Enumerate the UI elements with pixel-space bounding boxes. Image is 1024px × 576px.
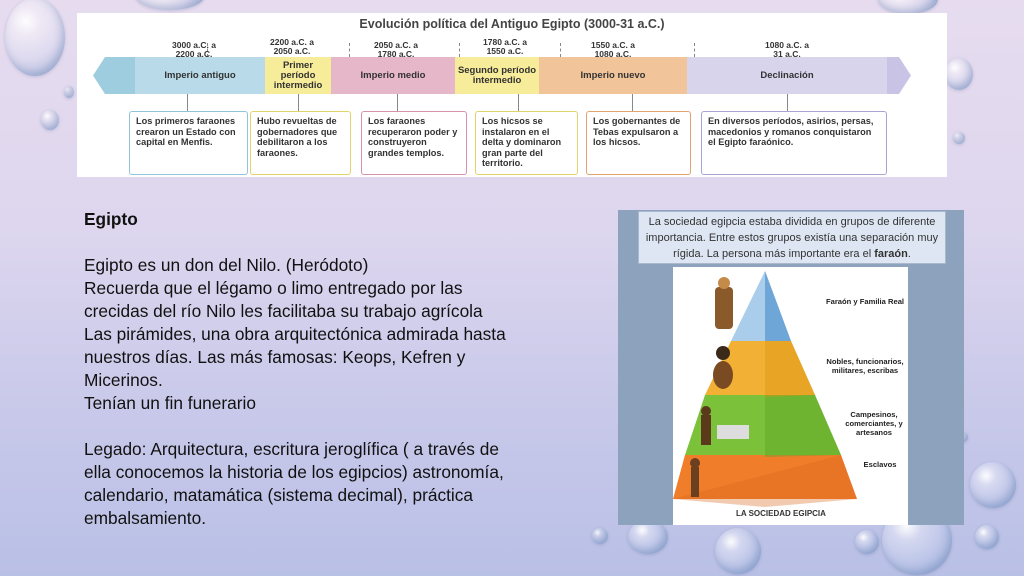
decorative-bubble <box>855 530 879 554</box>
timeline-arrow-right-head <box>887 57 911 94</box>
paragraph: Recuerda que el légamo o limo entregado … <box>84 278 483 321</box>
decorative-bubble <box>715 528 761 574</box>
pyramid-label-faraon: Faraón y Familia Real <box>825 297 905 306</box>
pyramid-level-campesinos <box>685 395 841 455</box>
decorative-bubble <box>135 0 205 10</box>
decorative-bubble <box>64 86 74 98</box>
egypt-text-block: Egipto Egipto es un don del Nilo. (Heród… <box>84 208 524 530</box>
pyramid-level-nobles-shade <box>765 341 815 397</box>
pyramid-level-esclavos <box>673 455 857 499</box>
pyramid-level-faraon-shade <box>765 271 791 341</box>
decorative-bubble <box>41 110 59 130</box>
farmer-figure <box>701 406 749 445</box>
decorative-bubble <box>878 0 938 14</box>
social-pyramid <box>673 271 857 507</box>
period-description: Los gobernantes de Tebas expulsaron a lo… <box>586 111 691 175</box>
timeline-tick <box>349 43 351 57</box>
connector-line <box>787 94 788 111</box>
period-band-segundo-intermedio: Segundo período intermedio <box>455 57 539 94</box>
section-heading: Egipto <box>84 209 138 229</box>
decorative-bubble <box>592 528 608 544</box>
pyramid-footer: LA SOCIEDAD EGIPCIA <box>736 509 826 518</box>
connector-line <box>298 94 299 111</box>
decorative-bubble <box>5 0 65 76</box>
timeline-title: Evolución política del Antiguo Egipto (3… <box>359 17 665 31</box>
decorative-bubble <box>975 525 999 549</box>
timeline-tick <box>207 43 209 57</box>
timeline-tick <box>459 43 461 57</box>
connector-line <box>632 94 633 111</box>
paragraph: Legado: Arquitectura, escritura jeroglíf… <box>84 439 504 528</box>
pharaoh-figure <box>715 277 733 329</box>
pyramid-label-esclavos: Esclavos <box>863 460 897 469</box>
period-description: Hubo revueltas de gobernadores que debil… <box>250 111 351 175</box>
period-band-imperio-antiguo: Imperio antiguo <box>135 57 265 94</box>
period-band-primer-intermedio: Primer período intermedio <box>265 57 331 94</box>
pyramid-note: La sociedad egipcia estaba dividida en g… <box>638 211 946 264</box>
pyramid-label-nobles: Nobles, funcionarios, militares, escriba… <box>826 357 904 375</box>
scribe-figure <box>713 346 733 389</box>
slave-figure <box>690 458 700 497</box>
pyramid-level-nobles <box>705 341 815 395</box>
decorative-bubble <box>945 58 973 90</box>
timeline-tick <box>694 43 696 57</box>
pyramid-level-campesinos-shade <box>765 395 841 457</box>
connector-line <box>397 94 398 111</box>
timeline-arrow <box>93 57 911 94</box>
period-description: Los faraones recuperaron poder y constru… <box>361 111 467 175</box>
period-description: Los primeros faraones crearon un Estado … <box>129 111 248 175</box>
decorative-bubble <box>628 520 668 554</box>
political-timeline: Evolución política del Antiguo Egipto (3… <box>77 13 947 177</box>
paragraph: Tenían un fin funerario <box>84 393 256 413</box>
connector-line <box>187 94 188 111</box>
period-band-declinacion: Declinación <box>687 57 887 94</box>
pyramid-illustration: Faraón y Familia Real Nobles, funcionari… <box>673 267 908 525</box>
pyramid-level-esclavos-shade <box>673 455 857 507</box>
paragraph: Egipto es un don del Nilo. (Heródoto) <box>84 255 369 275</box>
period-band-imperio-nuevo: Imperio nuevo <box>539 57 687 94</box>
timeline-arrow-left-head <box>93 57 135 94</box>
connector-line <box>518 94 519 111</box>
period-band-imperio-medio: Imperio medio <box>331 57 455 94</box>
decorative-bubble <box>970 462 1016 508</box>
period-description: En diversos períodos, asirios, persas, m… <box>701 111 887 175</box>
period-description: Los hicsos se instalaron en el delta y d… <box>475 111 578 175</box>
decorative-bubble <box>953 132 965 144</box>
paragraph: Las pirámides, una obra arquitectónica a… <box>84 324 506 390</box>
pyramid-label-campesinos: Campesinos, comerciantes, y artesanos <box>845 410 903 437</box>
timeline-tick <box>560 43 562 57</box>
